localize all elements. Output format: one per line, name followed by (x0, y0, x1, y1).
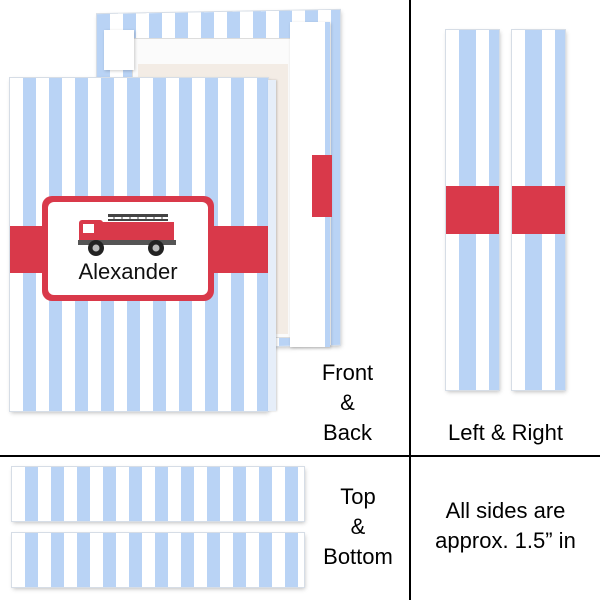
top-bottom-panel: Top & Bottom (0, 457, 409, 600)
caption-size-note: All sides are approx. 1.5” in (435, 498, 576, 553)
front-canvas: Alexander (10, 78, 268, 411)
fire-truck-icon (78, 214, 176, 256)
name-label: Alexander (42, 196, 214, 301)
name-text: Alexander (78, 259, 178, 284)
horizontal-divider (0, 455, 600, 457)
left-right-panel: Left & Right (411, 0, 600, 455)
front-back-panel: Alexander Front & Back (10, 9, 374, 445)
caption-left-right: Left & Right (448, 420, 563, 445)
size-note-panel: All sides are approx. 1.5” in (411, 457, 600, 600)
caption-top-bottom: Top & Bottom (323, 484, 393, 569)
vertical-divider (409, 0, 411, 600)
bottom-side-strip (12, 533, 304, 587)
front-canvas-side (268, 80, 276, 411)
back-canvas-left-flap (104, 30, 134, 70)
left-side-strip (446, 30, 499, 390)
right-side-strip (512, 30, 565, 390)
caption-front-back: Front & Back (321, 360, 374, 445)
back-canvas-right-flap (290, 22, 332, 347)
top-side-strip (12, 467, 304, 521)
